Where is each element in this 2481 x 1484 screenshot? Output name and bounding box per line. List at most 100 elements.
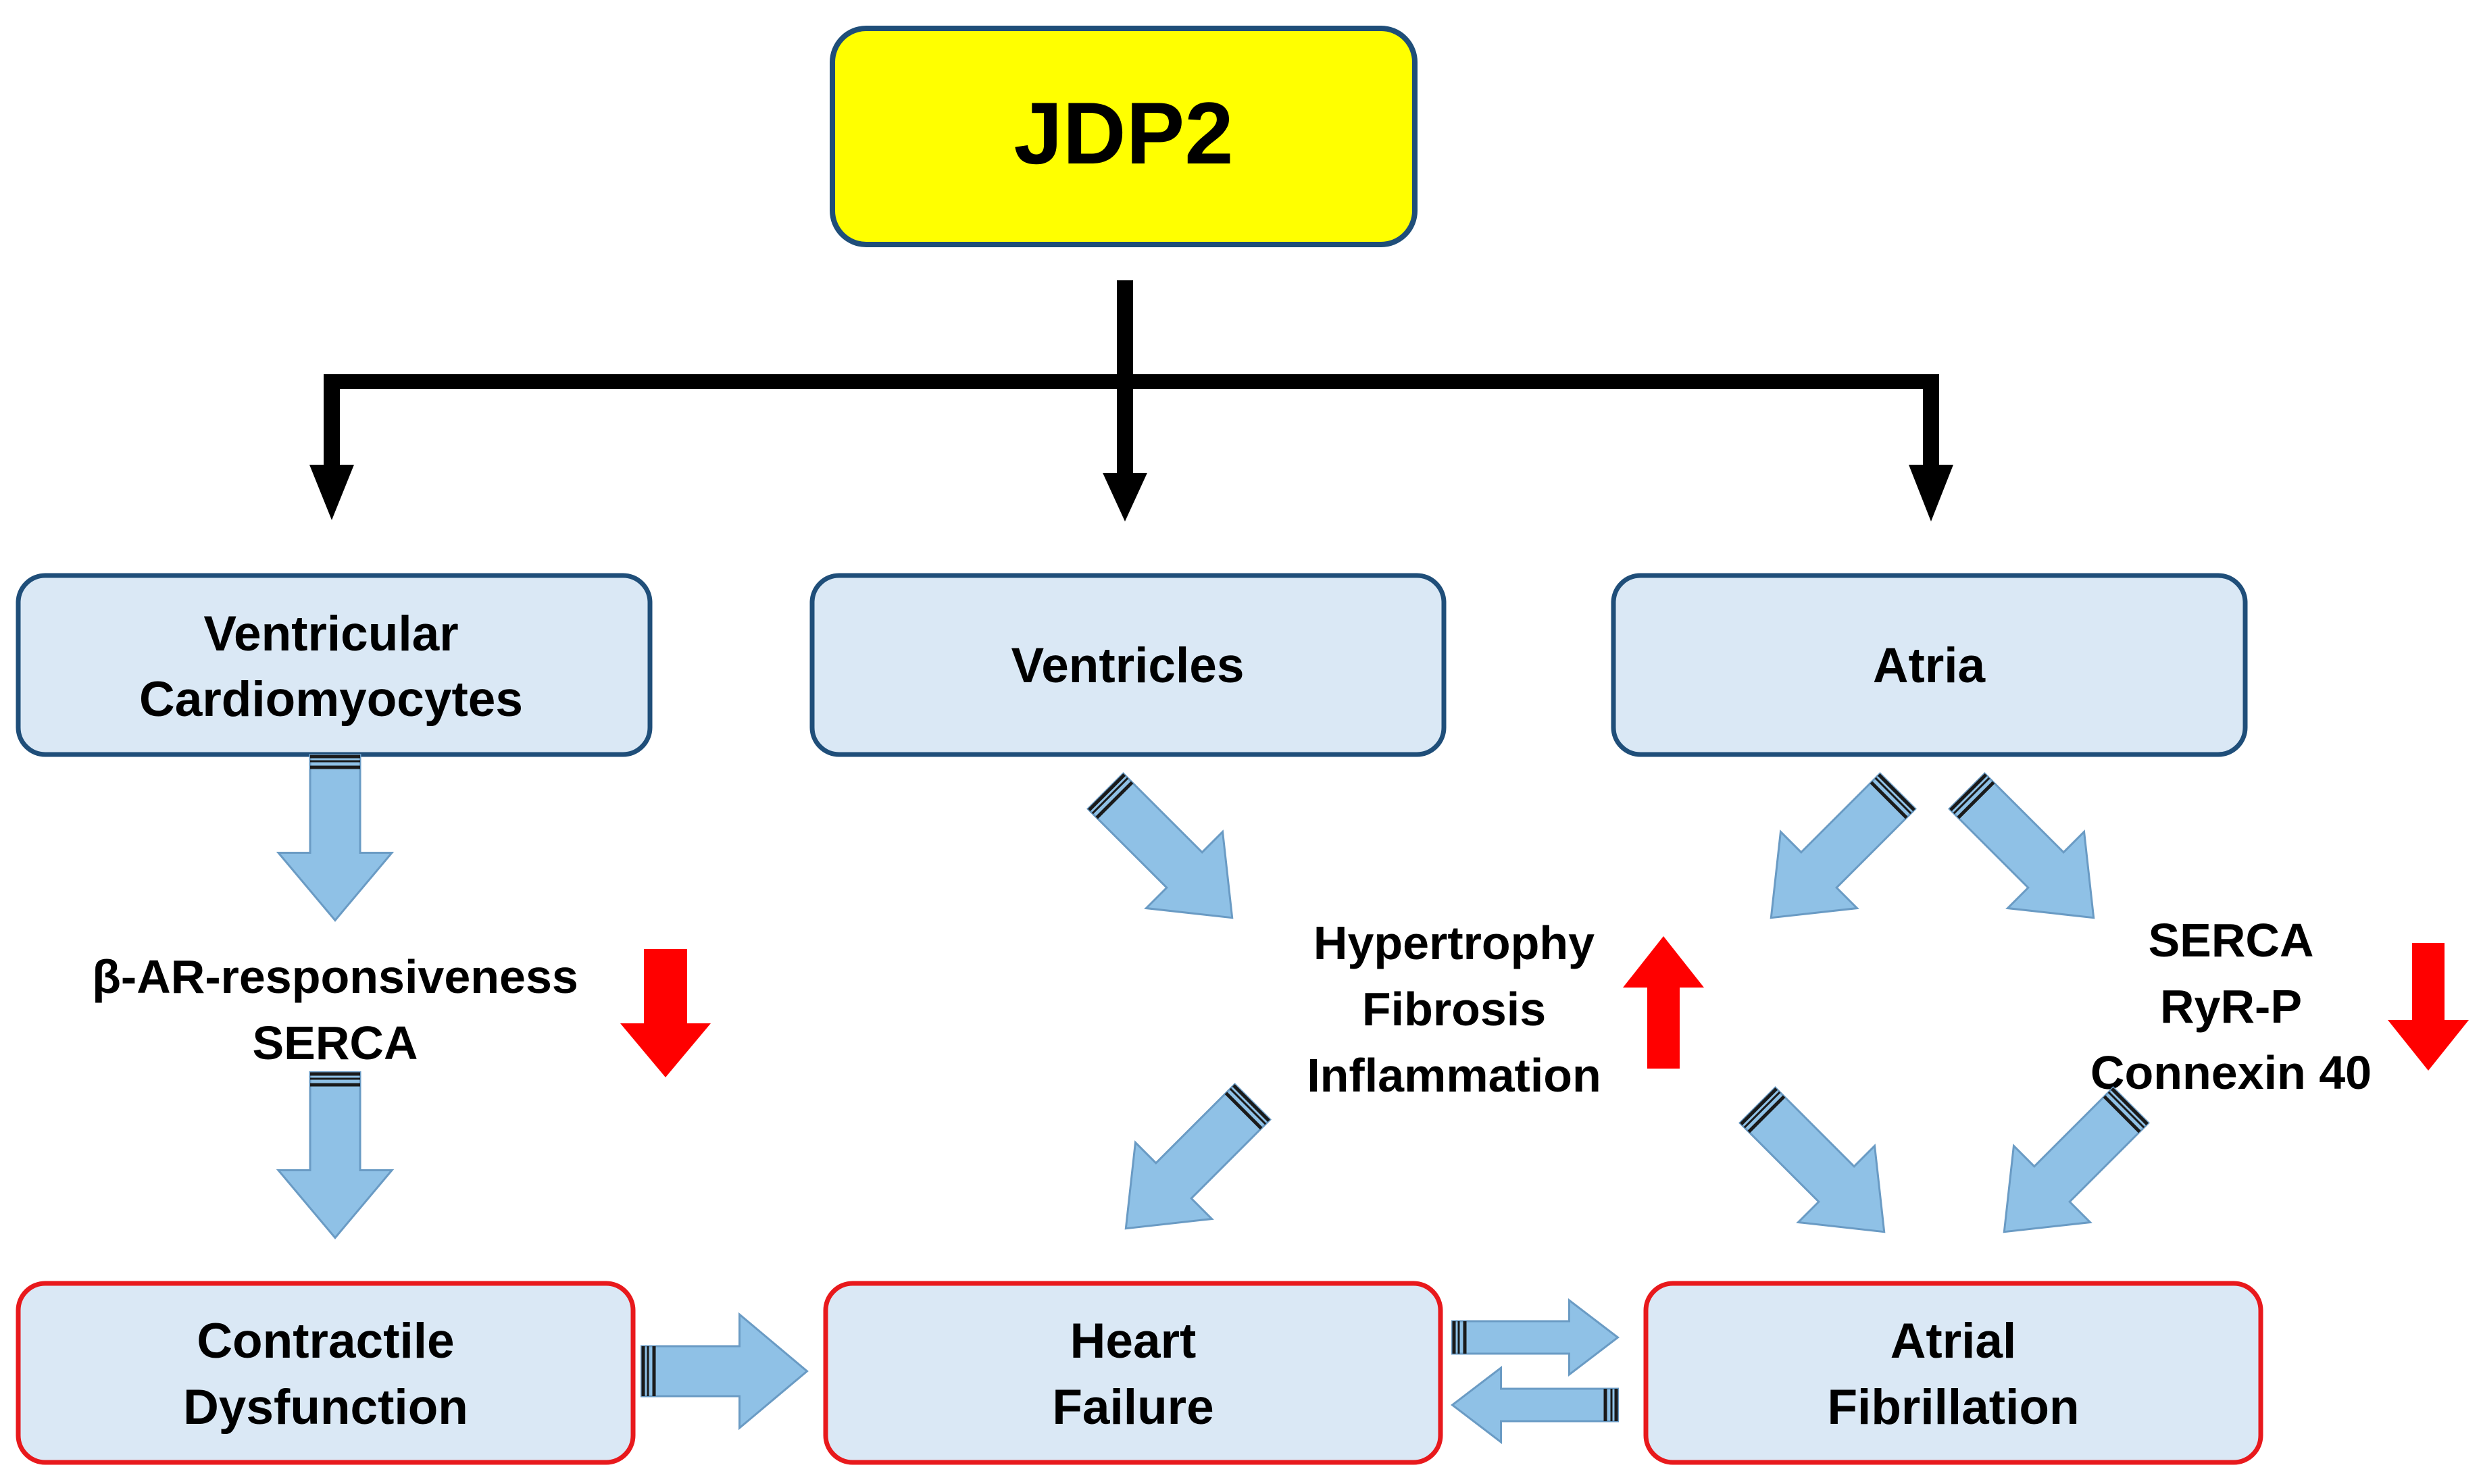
blue-arrow-cardiomyocytes-to-effects-tail-stripe (310, 760, 360, 763)
connector-left-drop (324, 374, 340, 469)
middle-effect-hypertrophy: Hypertrophy (1313, 917, 1595, 969)
blue-arrow-atria-to-right-shape (1948, 772, 2095, 919)
box-heart-failure-line2: Failure (1052, 1380, 1213, 1435)
blue-arrow-effects-to-contractile (276, 1071, 395, 1239)
box-heart-failure-line1: Heart (1070, 1314, 1197, 1368)
blue-arrow-cardiomyocytes-to-effects-tail-stripe (310, 765, 360, 769)
blue-arrow-contractile-to-heart-failure-tail-stripe (641, 1346, 645, 1396)
title-box (830, 26, 1418, 247)
blue-arrow-middle-to-heart-failure (1124, 1083, 1272, 1230)
red-down-arrow-left (620, 949, 711, 1077)
blue-arrow-contractile-to-heart-failure-shape (641, 1312, 809, 1431)
blue-arrow-ventricles-to-middle-tail-stripe (1088, 773, 1126, 812)
blue-arrow-ventricles-to-middle (1086, 772, 1234, 919)
tree-connector (309, 280, 1953, 521)
right-effect-serca: SERCA (2148, 914, 2313, 967)
blue-arrow-effects-to-contractile-tail-stripe (310, 1083, 360, 1087)
box-ventricles (809, 573, 1447, 757)
right-effect-connexin-40: Connexin 40 (2090, 1046, 2372, 1099)
connector-right-drop (1923, 374, 1939, 469)
blue-arrow-cardiomyocytes-to-effects-shape (276, 754, 395, 922)
blue-arrow-atria-to-middle-tail-stripe (1870, 781, 1908, 819)
blue-arrow-cardiomyocytes-to-effects-tail-stripe (310, 754, 360, 759)
connector-bar (324, 374, 1939, 389)
blue-arrow-middle-to-atrial-fib-tail-stripe (1740, 1088, 1778, 1126)
box-atria-label: Atria (1873, 638, 1986, 693)
blue-arrow-contractile-to-heart-failure-tail-stripe (652, 1346, 656, 1396)
blue-arrow-atria-to-middle-shape (1770, 772, 1917, 919)
title-text: JDP2 (1013, 84, 1233, 182)
blue-arrow-middle-to-atrial-fib-shape (1738, 1086, 1886, 1233)
blue-arrow-cardiomyocytes-to-effects (276, 754, 395, 922)
blue-arrow-middle-to-heart-failure-tail-stripe (1224, 1092, 1263, 1130)
blue-arrow-atrial-fib-to-heart-failure-shape (1451, 1365, 1619, 1445)
red-indicators (620, 936, 2469, 1077)
left-effect-serca: SERCA (252, 1017, 418, 1069)
box-ventricular-cardiomyocytes-line1: Ventricular (203, 607, 458, 661)
blue-arrow-atria-to-middle (1770, 772, 1917, 919)
blue-arrow-ventricles-to-middle-shape (1086, 772, 1234, 919)
blue-arrow-atria-to-middle-tail-stripe (1874, 777, 1912, 815)
node-heart-failure: Heart Failure (823, 1281, 1443, 1465)
box-heart-failure (823, 1281, 1443, 1465)
blue-arrow-heart-failure-to-atrial-fib-tail-stripe (1457, 1321, 1460, 1354)
box-ventricular-cardiomyocytes (16, 573, 653, 757)
blue-arrow-atria-to-right-tail-stripe (1953, 777, 1990, 815)
middle-effect-fibrosis: Fibrosis (1362, 983, 1546, 1035)
blue-arrow-right-to-atrial-fib-shape (2003, 1086, 2150, 1233)
arrowhead-left (309, 465, 354, 520)
right-effect-ryr-p: RyR-P (2160, 980, 2302, 1033)
blue-arrow-atrial-fib-to-heart-failure-tail-stripe (1614, 1389, 1618, 1421)
blue-arrow-effects-to-contractile-shape (276, 1071, 395, 1239)
box-contractile-dysfunction (16, 1281, 636, 1465)
left-effects-label: β-AR-responsiveness SERCA (92, 950, 578, 1069)
blue-arrow-right-to-atrial-fib (2003, 1086, 2150, 1233)
middle-effect-inflammation: Inflammation (1307, 1049, 1601, 1102)
box-atrial-fibrillation (1643, 1281, 2263, 1465)
blue-arrow-contractile-to-heart-failure (641, 1312, 809, 1431)
blue-arrow-middle-to-heart-failure-shape (1124, 1083, 1272, 1230)
box-contractile-dysfunction-line2: Dysfunction (183, 1380, 468, 1435)
node-contractile-dysfunction: Contractile Dysfunction (16, 1281, 636, 1465)
blue-arrow-heart-failure-to-atrial-fib-shape (1451, 1298, 1620, 1377)
blue-arrow-atria-to-middle-tail-stripe (1877, 773, 1915, 812)
box-ventricular-cardiomyocytes-line2: Cardiomyocytes (139, 672, 523, 727)
node-atrial-fibrillation: Atrial Fibrillation (1643, 1281, 2263, 1465)
box-ventricles-label: Ventricles (1011, 638, 1245, 693)
box-atrial-fibrillation-line2: Fibrillation (1827, 1380, 2079, 1435)
blue-arrow-effects-to-contractile-tail-stripe (310, 1077, 360, 1080)
middle-effects-label: Hypertrophy Fibrosis Inflammation (1307, 917, 1601, 1102)
red-down-arrow-right (2388, 943, 2469, 1071)
arrowhead-center (1103, 473, 1147, 521)
blue-arrow-ventricles-to-middle-tail-stripe (1091, 777, 1129, 815)
blue-arrow-right-to-atrial-fib-tail-stripe (2110, 1088, 2149, 1126)
blue-arrow-atrial-fib-to-heart-failure-tail-stripe (1610, 1389, 1613, 1421)
blue-arrow-atrial-fib-to-heart-failure-tail-stripe (1603, 1389, 1607, 1421)
right-effects-label: SERCA RyR-P Connexin 40 (2090, 914, 2372, 1099)
blue-arrow-atrial-fib-to-heart-failure (1451, 1365, 1619, 1445)
node-ventricular-cardiomyocytes: Ventricular Cardiomyocytes (16, 573, 653, 757)
blue-arrow-atria-to-right (1948, 772, 2095, 919)
blue-arrow-contractile-to-heart-failure-tail-stripe (647, 1346, 649, 1396)
box-atria (1611, 573, 2248, 757)
node-atria: Atria (1611, 573, 2248, 757)
blue-arrow-heart-failure-to-atrial-fib (1451, 1298, 1620, 1377)
blue-arrow-middle-to-heart-failure-tail-stripe (1232, 1084, 1270, 1123)
blue-arrow-heart-failure-to-atrial-fib-tail-stripe (1463, 1321, 1467, 1354)
blue-arrow-heart-failure-to-atrial-fib-tail-stripe (1452, 1321, 1456, 1354)
blue-arrow-right-to-atrial-fib-tail-stripe (2107, 1091, 2145, 1129)
blue-arrow-middle-to-atrial-fib (1738, 1086, 1886, 1233)
blue-arrow-effects-to-contractile-tail-stripe (310, 1072, 360, 1076)
arrowhead-right (1909, 465, 1953, 521)
node-ventricles: Ventricles (809, 573, 1447, 757)
blue-arrow-atria-to-right-tail-stripe (1949, 773, 1988, 812)
blue-arrow-middle-to-atrial-fib-tail-stripe (1747, 1095, 1786, 1133)
blue-flow-arrows (276, 754, 2150, 1445)
blue-arrow-right-to-atrial-fib-tail-stripe (2103, 1095, 2141, 1133)
blue-arrow-middle-to-atrial-fib-tail-stripe (1743, 1091, 1781, 1129)
blue-arrow-ventricles-to-middle-tail-stripe (1095, 781, 1134, 819)
left-effect-beta-ar: β-AR-responsiveness (92, 950, 578, 1003)
title-node: JDP2 (830, 26, 1418, 247)
red-up-arrow-middle (1623, 936, 1704, 1069)
